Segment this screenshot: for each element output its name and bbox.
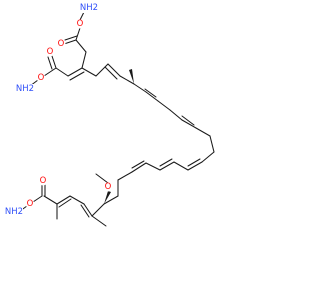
amine-group-right-bottom: NH2 (16, 84, 34, 94)
atom-labels: O O NH2 O O O NH2 O O NH2 (5, 3, 113, 217)
amine-group-right-top: NH2 (80, 3, 98, 13)
left-chain (19, 173, 119, 227)
central-chain (95, 63, 215, 197)
ester-oxygen-left: O (27, 199, 34, 209)
ester-oxygen-right-top: O (77, 19, 84, 29)
ester-oxygen-right-bottom: O (38, 73, 45, 83)
amine-group-left: NH2 (5, 207, 23, 217)
carbonyl-oxygen-right-top: O (58, 39, 65, 49)
methyl-wedge-bond (129, 69, 134, 84)
methoxy-oxygen: O (105, 182, 112, 192)
carbonyl-oxygen-right-bottom: O (47, 47, 54, 57)
molecule-structure-diagram: O O NH2 O O O NH2 O O NH2 (5, 3, 215, 227)
methoxy-wedge-bond (104, 191, 111, 204)
carbonyl-oxygen-left: O (40, 176, 47, 186)
